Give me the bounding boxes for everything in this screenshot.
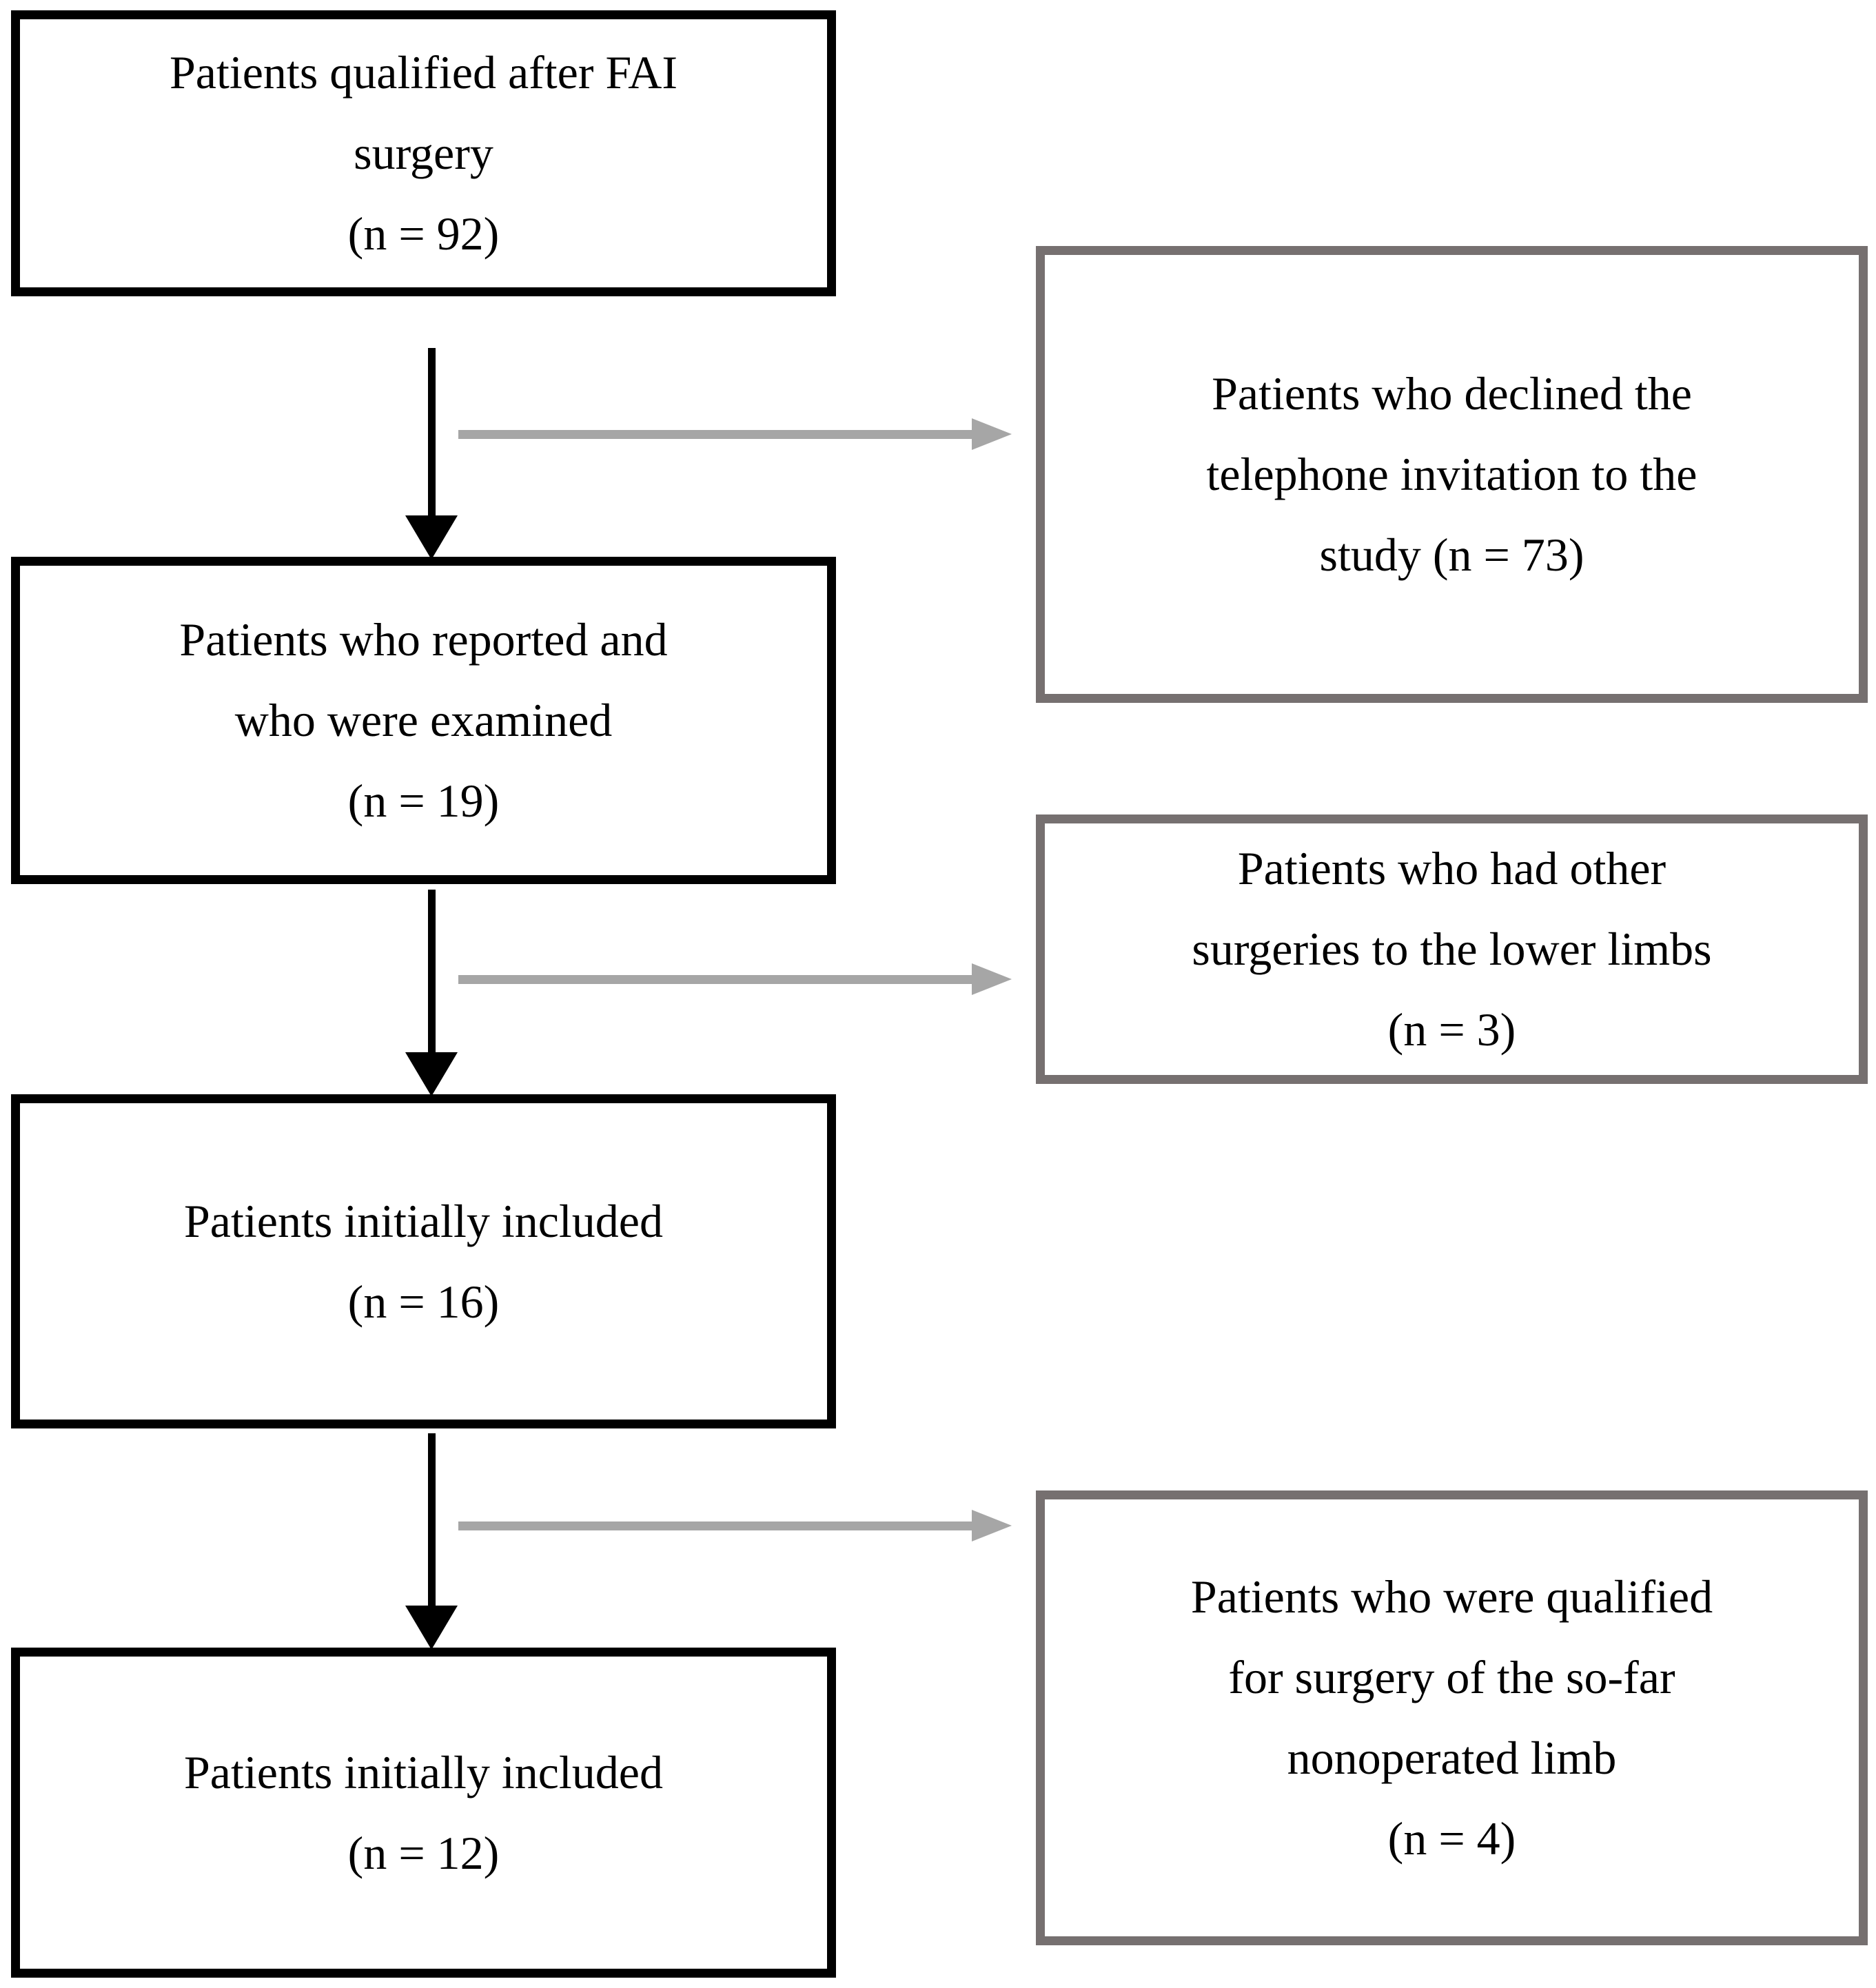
box-patients-qualified-nonoperated-limb-line-3: nonoperated limb <box>1287 1732 1617 1784</box>
arrow-head-right-icon <box>972 418 1012 450</box>
box-patients-qualified-nonoperated-limb-line-2: for surgery of the so-far <box>1228 1651 1675 1704</box>
box-patients-other-lower-limb-surgeries-line-1: Patients who had other <box>1237 842 1666 895</box>
exclusion-arrow-to-declined <box>458 418 1013 450</box>
arrow-head-down-icon <box>405 1606 458 1650</box>
box-patients-qualified-nonoperated-limb-count: (n = 4) <box>1387 1812 1516 1865</box>
arrow-head-right-icon <box>972 1510 1012 1541</box>
flow-arrow-qualified-to-examined <box>405 348 458 560</box>
arrow-shaft <box>458 1521 973 1530</box>
box-patients-qualified: Patients qualified after FAI surgery (n … <box>11 10 836 296</box>
flow-arrow-included16-to-included12 <box>405 1433 458 1650</box>
flow-arrow-examined-to-included16 <box>405 890 458 1096</box>
box-patients-reported-examined-count: (n = 19) <box>347 774 500 827</box>
box-patients-initially-included-12-count: (n = 12) <box>347 1826 500 1879</box>
arrow-shaft <box>428 1433 436 1607</box>
box-patients-initially-included-12-line-1: Patients initially included <box>183 1745 663 1799</box>
exclusion-arrow-to-nonoperated-limb <box>458 1510 1013 1541</box>
box-patients-other-lower-limb-surgeries: Patients who had other surgeries to the … <box>1036 814 1868 1084</box>
box-patients-reported-examined-line-1: Patients who reported and <box>179 613 668 666</box>
box-patients-declined-invitation-line-2: telephone invitation to the <box>1206 448 1697 501</box>
arrow-head-down-icon <box>405 515 458 560</box>
box-patients-qualified-line-2: surgery <box>354 127 493 180</box>
box-patients-initially-included-16-count: (n = 16) <box>347 1275 500 1328</box>
box-patients-qualified-nonoperated-limb-line-1: Patients who were qualified <box>1190 1570 1713 1623</box>
box-patients-reported-examined: Patients who reported and who were exami… <box>11 557 836 884</box>
box-patients-qualified-line-1: Patients qualified after FAI <box>169 46 678 99</box>
arrow-shaft <box>428 890 436 1054</box>
box-patients-other-lower-limb-surgeries-count: (n = 3) <box>1387 1003 1516 1056</box>
box-patients-declined-invitation-line-1: Patients who declined the <box>1212 367 1692 420</box>
arrow-shaft <box>458 430 973 439</box>
box-patients-reported-examined-line-2: who were examined <box>234 694 613 747</box>
box-patients-initially-included-12: Patients initially included (n = 12) <box>11 1648 836 1978</box>
box-patients-other-lower-limb-surgeries-line-2: surgeries to the lower limbs <box>1192 923 1712 976</box>
arrow-shaft <box>458 975 973 984</box>
box-patients-initially-included-16-line-1: Patients initially included <box>183 1194 663 1247</box>
exclusion-arrow-to-other-surgeries <box>458 963 1013 995</box>
box-patients-qualified-count: (n = 92) <box>347 207 500 260</box>
box-patients-declined-invitation: Patients who declined the telephone invi… <box>1036 246 1868 703</box>
box-patients-declined-invitation-count: study (n = 73) <box>1319 528 1584 581</box>
arrow-shaft <box>428 348 436 517</box>
box-patients-qualified-nonoperated-limb: Patients who were qualified for surgery … <box>1036 1490 1868 1945</box>
box-patients-initially-included-16: Patients initially included (n = 16) <box>11 1094 836 1428</box>
arrow-head-down-icon <box>405 1052 458 1096</box>
arrow-head-right-icon <box>972 963 1012 995</box>
